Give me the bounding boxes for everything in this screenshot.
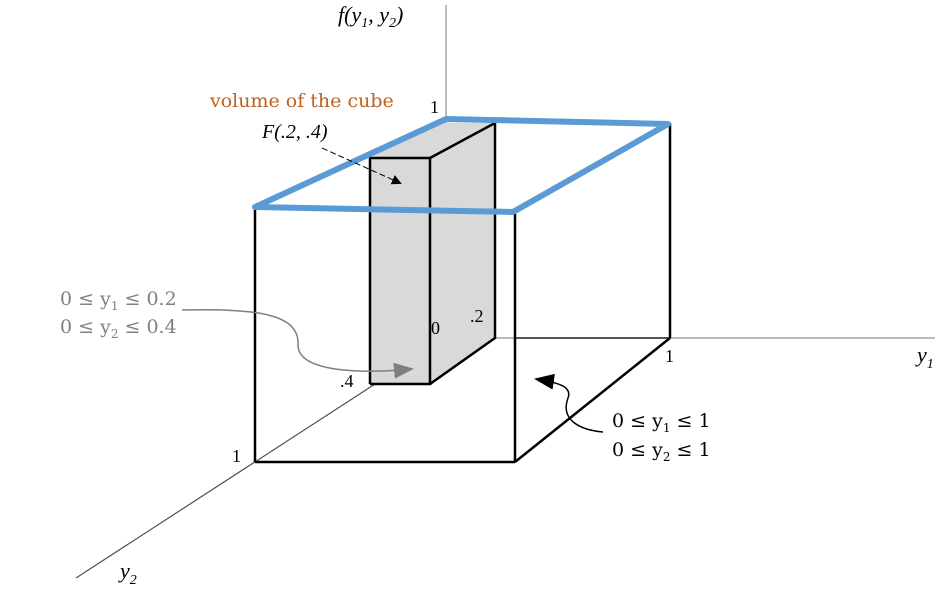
shaded-box-side <box>430 123 495 384</box>
y1-axis-label: y1 <box>915 342 934 372</box>
vertical-tick-one: 1 <box>430 97 439 117</box>
volume-caption: volume of the cube <box>209 90 394 112</box>
y2-tick-small: .4 <box>340 371 354 391</box>
full-region-arrow <box>534 373 604 433</box>
y2-axis-label: y2 <box>118 558 137 588</box>
shaded-box-front <box>370 158 430 384</box>
shaded-box-back-edges <box>429 120 497 386</box>
f-value-arrow <box>321 147 402 185</box>
shaded-box-inner-edge <box>429 371 447 385</box>
full-region-line-2: 0 ≤ y2 ≤ 1 <box>612 439 711 464</box>
small-region-arrow <box>181 308 414 379</box>
full-region-line-1: 0 ≤ y1 ≤ 1 <box>612 410 711 435</box>
small-region-line-2: 0 ≤ y2 ≤ 0.4 <box>60 316 177 341</box>
y1-tick-one: 1 <box>665 346 674 366</box>
shaded-box-top <box>370 123 495 158</box>
y2-tick-one: 1 <box>232 446 241 466</box>
y1-tick-small: .2 <box>470 306 484 326</box>
origin-label: 0 <box>431 318 440 338</box>
cube-bottom-right-edge <box>514 337 671 463</box>
vertical-axis-label: f(y1, y2) <box>338 2 403 31</box>
f-value-label: F(.2, .4) <box>261 121 328 143</box>
small-region-line-1: 0 ≤ y1 ≤ 0.2 <box>60 288 177 313</box>
cube-top-outline <box>252 116 671 215</box>
